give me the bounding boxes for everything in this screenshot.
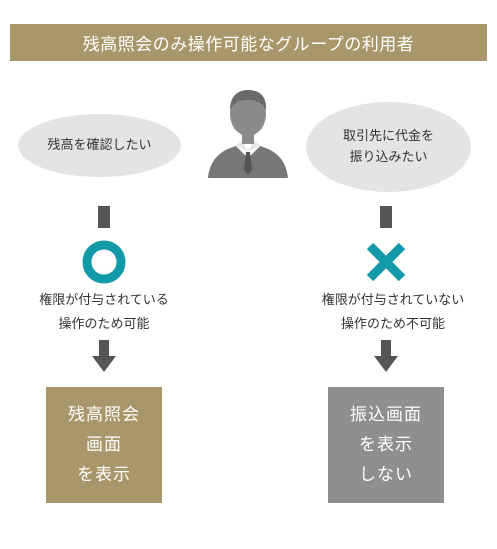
arrow-down-icon bbox=[374, 340, 398, 374]
person-icon bbox=[200, 84, 296, 180]
connector-bar-right bbox=[380, 206, 392, 228]
permission-note-right: 権限が付与されていない 操作のため不可能 bbox=[321, 293, 465, 332]
result-box-right: 振込画面 を表示 しない bbox=[328, 387, 444, 503]
arrow-down-icon bbox=[92, 340, 116, 374]
speech-bubble-right: 取引先に代金を 振り込みたい bbox=[306, 102, 471, 192]
circle-icon bbox=[81, 239, 127, 285]
connector-bar-left bbox=[98, 206, 110, 228]
cross-icon bbox=[363, 239, 409, 285]
result-box-left: 残高照会 画面 を表示 bbox=[46, 387, 162, 503]
permission-note-left: 権限が付与されている 操作のため可能 bbox=[39, 293, 169, 332]
diagram-title: 残高照会のみ操作可能なグループの利用者 bbox=[10, 24, 487, 61]
speech-bubble-left: 残高を確認したい bbox=[18, 114, 181, 177]
